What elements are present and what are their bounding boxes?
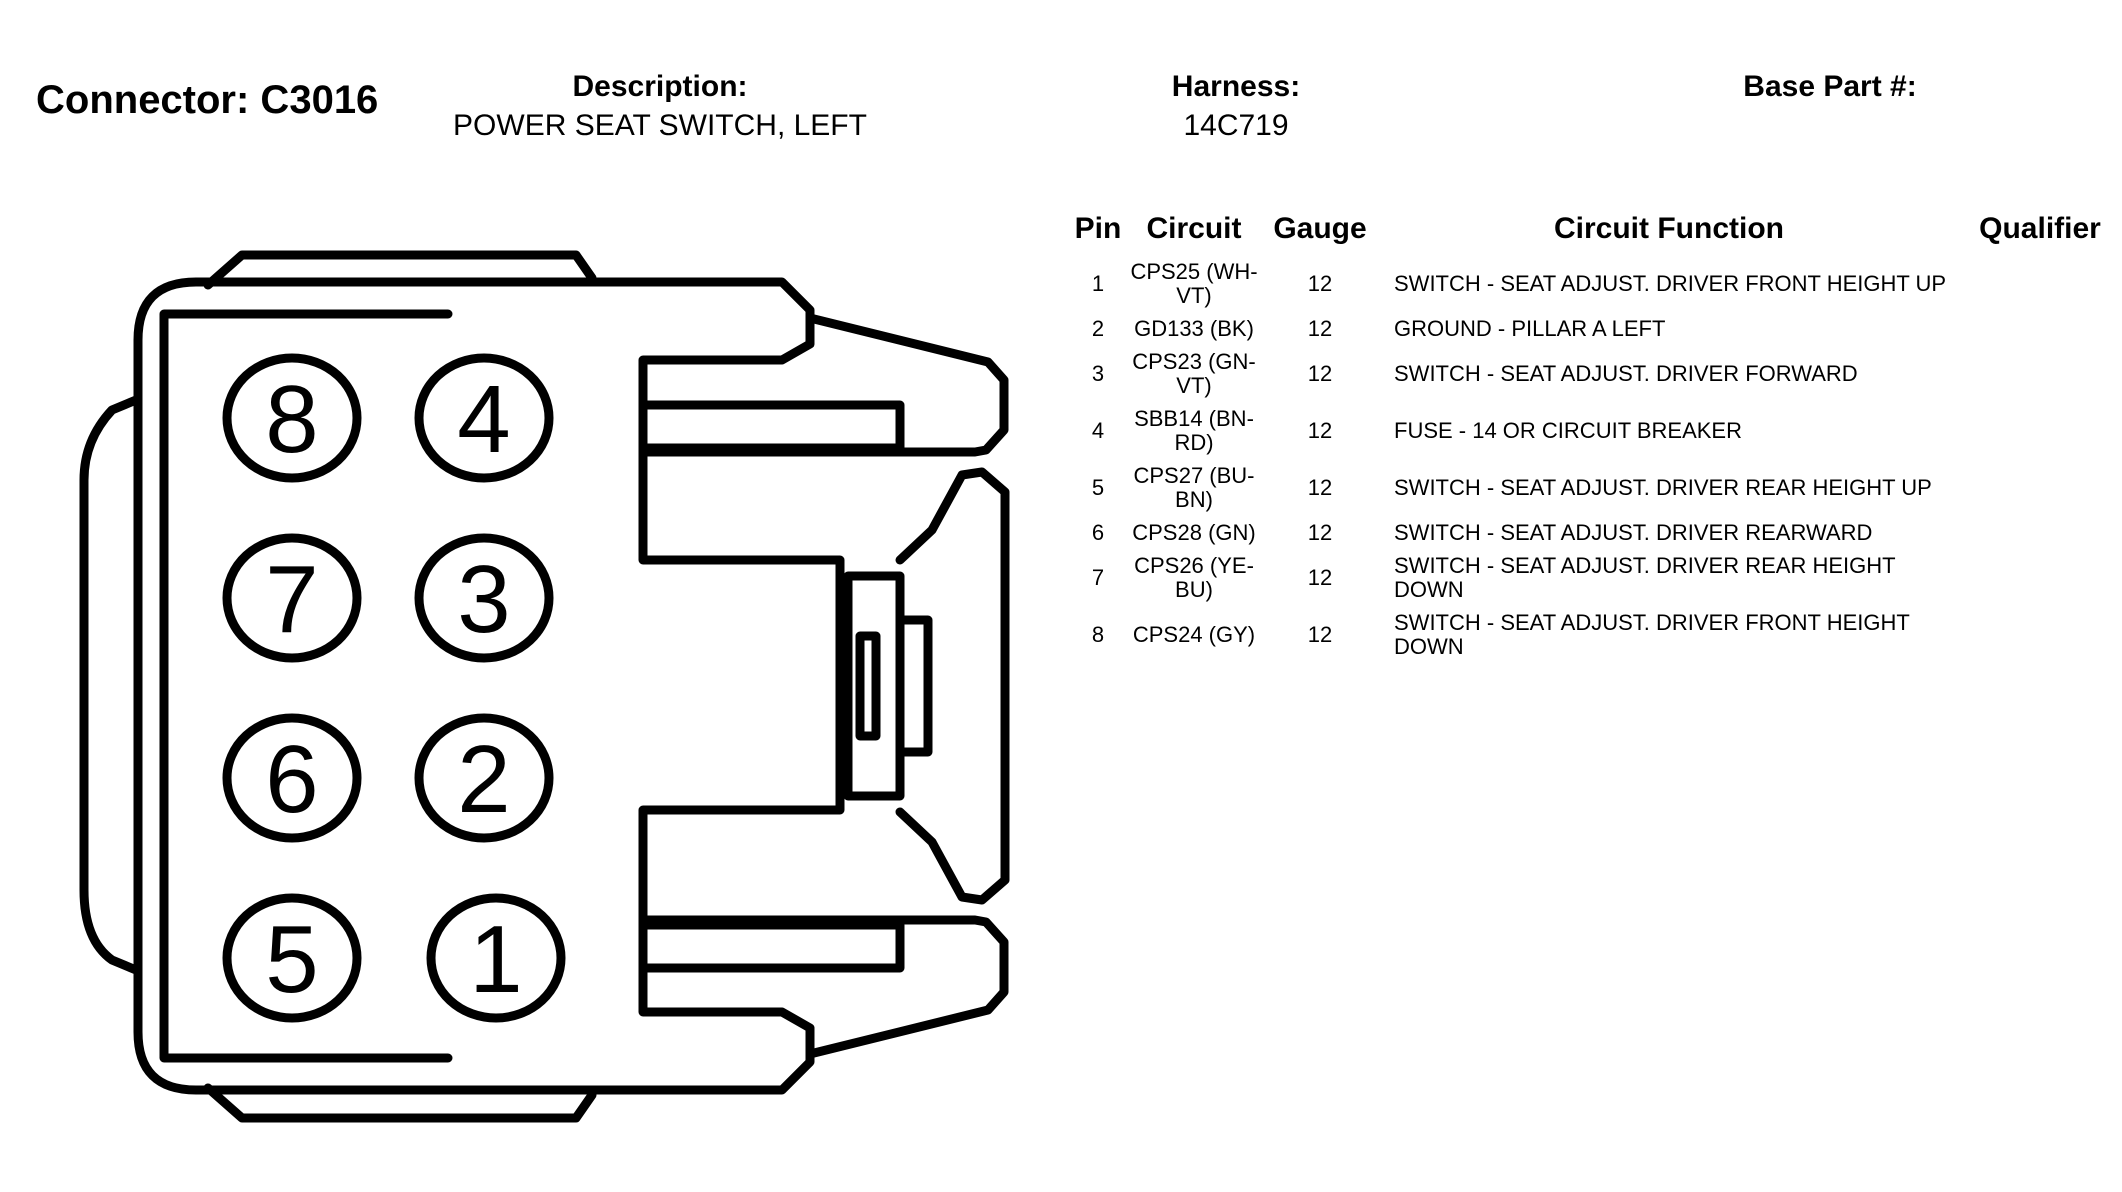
top-pin-guide — [638, 400, 905, 453]
circuit-cell: SBB14 (BN-RD) — [1134, 406, 1254, 455]
qualifier-cell — [1960, 403, 2120, 460]
table-row: 7 CPS26 (YE-BU) 12 SWITCH - SEAT ADJUST.… — [1070, 550, 2120, 607]
table-row: 1 CPS25 (WH-VT) 12 SWITCH - SEAT ADJUST.… — [1070, 256, 2120, 313]
pin-cell: 1 — [1091, 271, 1105, 296]
pin-label: 8 — [265, 366, 318, 473]
pin-cell: 4 — [1091, 418, 1105, 443]
table-row: 4 SBB14 (BN-RD) 12 FUSE - 14 OR CIRCUIT … — [1070, 403, 2120, 460]
gauge-cell: 12 — [1307, 565, 1333, 590]
pin-2-cavity — [414, 713, 554, 843]
circuit-cell: CPS26 (YE-BU) — [1134, 553, 1254, 602]
pin-label: 2 — [457, 726, 510, 833]
pin-cell: 2 — [1091, 316, 1105, 341]
circuit-cell: CPS23 (GN-VT) — [1132, 349, 1256, 398]
function-cell: SWITCH - SEAT ADJUST. DRIVER FORWARD — [1394, 361, 1858, 386]
table-row: 2 GD133 (BK) 12 GROUND - PILLAR A LEFT — [1070, 313, 2120, 346]
pin-label: 4 — [457, 366, 510, 473]
qualifier-cell — [1960, 346, 2120, 403]
table-row: 8 CPS24 (GY) 12 SWITCH - SEAT ADJUST. DR… — [1070, 607, 2120, 664]
table-header-row: Pin Circuit Gauge Circuit Function Quali… — [1070, 212, 2120, 256]
harness-label: Harness: — [1171, 70, 1301, 103]
gauge-cell: 12 — [1307, 316, 1333, 341]
qualifier-cell — [1960, 607, 2120, 664]
qualifier-cell — [1960, 550, 2120, 607]
pin-4-cavity — [414, 353, 554, 483]
qualifier-cell — [1960, 313, 2120, 346]
pin-5-cavity — [222, 893, 362, 1023]
description-value: POWER SEAT SWITCH, LEFT — [453, 109, 867, 142]
circuit-cell: CPS24 (GY) — [1132, 622, 1256, 647]
circuit-cell: GD133 (BK) — [1134, 316, 1254, 341]
connector-top-rib — [203, 250, 597, 290]
function-cell: SWITCH - SEAT ADJUST. DRIVER REAR HEIGHT… — [1394, 553, 1896, 602]
gauge-cell: 12 — [1307, 418, 1333, 443]
pin-label: 1 — [469, 906, 522, 1013]
center-peg-outer — [895, 615, 933, 757]
bottom-pin-guide — [638, 920, 905, 973]
center-peg-inner — [855, 631, 881, 741]
circuit-cell: CPS27 (BU-BN) — [1133, 463, 1255, 512]
center-tab — [843, 571, 905, 801]
table-row: 6 CPS28 (GN) 12 SWITCH - SEAT ADJUST. DR… — [1070, 517, 2120, 550]
column-header-circuit-function: Circuit Function — [1554, 212, 1784, 245]
pin-7-cavity — [222, 533, 362, 663]
connector-diagram: 8 4 7 3 6 2 5 1 — [79, 250, 1010, 1123]
pin-cell: 5 — [1091, 475, 1105, 500]
pin-cell: 6 — [1091, 520, 1105, 545]
connector-inner-liner — [159, 309, 453, 1063]
circuit-cell: CPS28 (GN) — [1132, 520, 1256, 545]
connector-left-latch — [79, 395, 141, 975]
gauge-cell: 12 — [1307, 271, 1333, 296]
pin-3-cavity — [414, 533, 554, 663]
table-row: 5 CPS27 (BU-BN) 12 SWITCH - SEAT ADJUST.… — [1070, 460, 2120, 517]
connector-body-outline — [133, 277, 845, 1095]
pin-8-cavity — [222, 353, 362, 483]
table-row: 3 CPS23 (GN-VT) 12 SWITCH - SEAT ADJUST.… — [1070, 346, 2120, 403]
pin-label: 7 — [265, 546, 318, 653]
function-cell: SWITCH - SEAT ADJUST. DRIVER REAR HEIGHT… — [1394, 475, 1932, 500]
base-part-label: Base Part #: — [1743, 70, 1917, 103]
right-spring-tab — [895, 467, 1010, 905]
pin-label: 6 — [265, 726, 318, 833]
circuit-cell: CPS25 (WH-VT) — [1130, 259, 1258, 308]
gauge-cell: 12 — [1307, 622, 1333, 647]
qualifier-cell — [1960, 460, 2120, 517]
column-header-circuit: Circuit — [1146, 212, 1242, 245]
function-cell: GROUND - PILLAR A LEFT — [1394, 316, 1666, 341]
gauge-cell: 12 — [1307, 475, 1333, 500]
harness-value: 14C719 — [1183, 109, 1289, 142]
pin-table: Pin Circuit Gauge Circuit Function Quali… — [1070, 212, 2120, 664]
function-cell: SWITCH - SEAT ADJUST. DRIVER FRONT HEIGH… — [1394, 271, 1947, 296]
gauge-cell: 12 — [1307, 520, 1333, 545]
connector-title: Connector: C3016 — [36, 78, 379, 122]
right-latch-lower — [638, 915, 1009, 1059]
pin-cell: 3 — [1091, 361, 1105, 386]
pin-1-cavity — [426, 893, 566, 1023]
connector-bottom-rib — [203, 1083, 597, 1123]
right-latch-upper — [638, 313, 1009, 457]
description-label: Description: — [572, 70, 748, 103]
qualifier-cell — [1960, 517, 2120, 550]
pin-cell: 8 — [1091, 622, 1105, 647]
pin-label: 5 — [265, 906, 318, 1013]
pin-6-cavity — [222, 713, 362, 843]
qualifier-cell — [1960, 256, 2120, 313]
column-header-gauge: Gauge — [1273, 212, 1367, 245]
column-header-qualifier: Qualifier — [1979, 212, 2101, 245]
function-cell: SWITCH - SEAT ADJUST. DRIVER FRONT HEIGH… — [1394, 610, 1910, 659]
gauge-cell: 12 — [1307, 361, 1333, 386]
column-header-pin: Pin — [1074, 212, 1122, 245]
pin-label: 3 — [457, 546, 510, 653]
function-cell: FUSE - 14 OR CIRCUIT BREAKER — [1394, 418, 1742, 443]
function-cell: SWITCH - SEAT ADJUST. DRIVER REARWARD — [1394, 520, 1873, 545]
pin-cell: 7 — [1091, 565, 1105, 590]
